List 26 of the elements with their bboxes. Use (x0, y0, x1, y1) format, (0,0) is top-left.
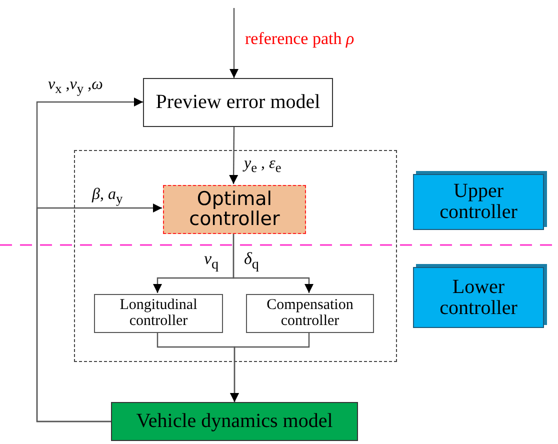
arrow (229, 127, 238, 184)
process-box (246, 294, 374, 333)
arrow (230, 332, 310, 402)
edge-label: v$_{x}$ ,v$_{y}$ ,ω (48, 76, 103, 97)
node-text: Vehicle dynamics model (136, 411, 333, 432)
level-tag-box (413, 174, 544, 230)
controller-box (163, 185, 306, 234)
dashed-group-frame (74, 150, 397, 362)
process-box (111, 402, 358, 441)
edge-label: y$_{e}$ , ε$_{e}$ (244, 155, 282, 176)
node-text: Lower controller (438, 276, 518, 318)
edge-label: v$_{q}$ (204, 250, 219, 273)
arrow (230, 8, 238, 78)
node-text: Preview error model (156, 92, 320, 113)
level-tag-box (413, 267, 544, 328)
process-box (94, 294, 223, 333)
arrow (36, 204, 162, 422)
node-text: Upper controller (438, 181, 518, 223)
node-text: Compensation controller (266, 298, 354, 330)
edge-label: reference path ρ (245, 30, 354, 49)
edge-label: β, a$_{y}$ (92, 186, 123, 207)
node-text: Longitudinal controller (118, 298, 198, 330)
edge-label: δ$_{q}$ (244, 250, 259, 273)
arrow (232, 233, 314, 293)
process-box (143, 78, 333, 127)
node-text: Optimal controller (188, 190, 281, 230)
